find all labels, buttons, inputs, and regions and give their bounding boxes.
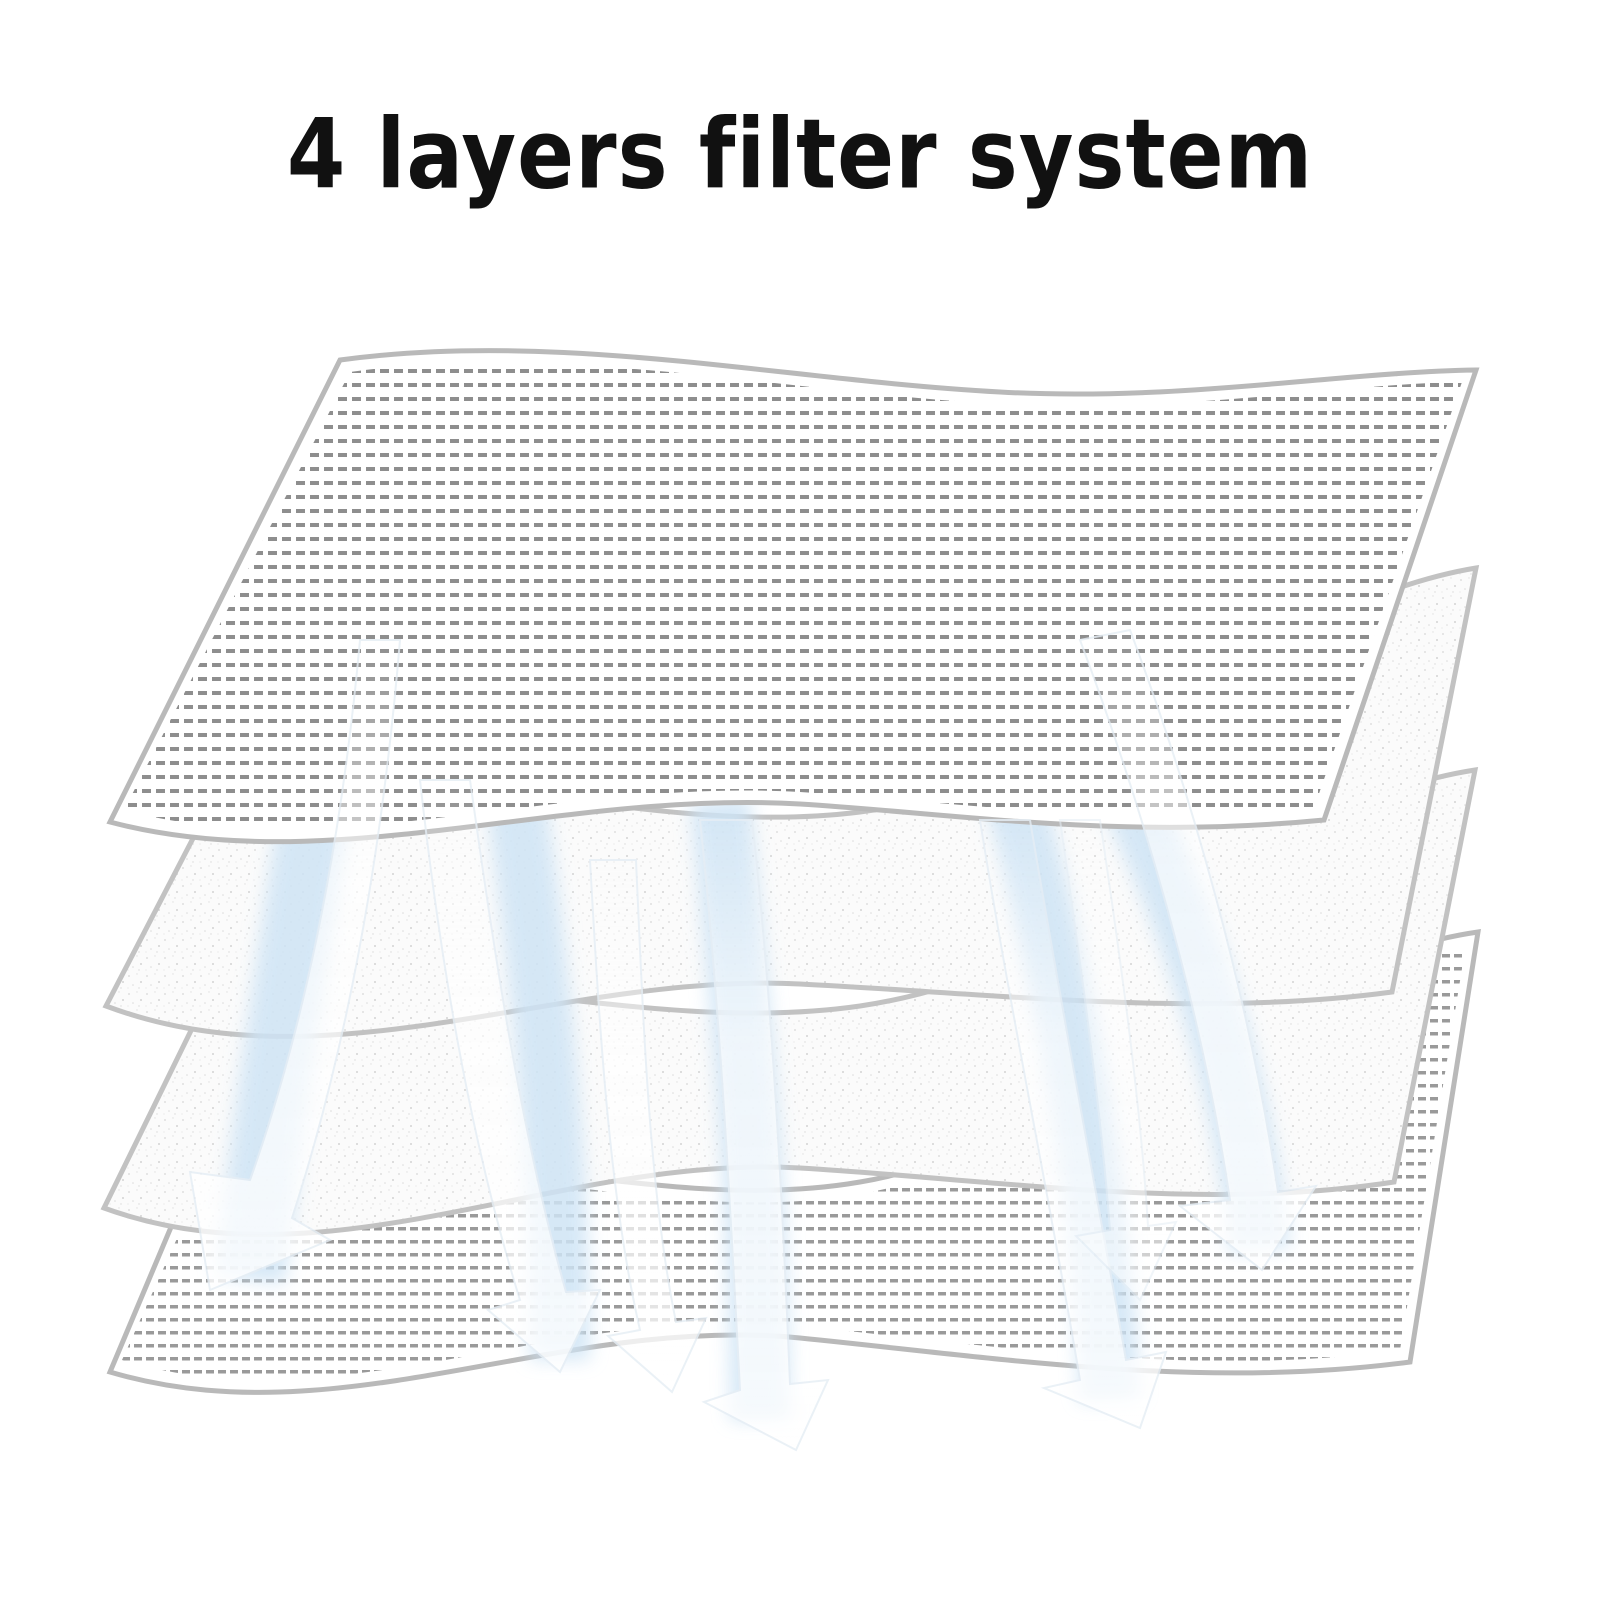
airflow-arrow-6 — [1078, 628, 1319, 1272]
page-title: 4 layers filter system — [286, 98, 1314, 211]
airflow-arrow-3 — [588, 859, 708, 1394]
airflow-arrow-1 — [188, 639, 402, 1292]
airflow-arrows — [188, 628, 1319, 1452]
layer-1-mesh — [106, 348, 1480, 845]
airflow-arrow-7 — [1058, 819, 1178, 1302]
airflow-arrow-4 — [698, 819, 830, 1452]
airflow-arrow-2 — [418, 779, 602, 1374]
airflow-arrow-5 — [978, 819, 1168, 1430]
